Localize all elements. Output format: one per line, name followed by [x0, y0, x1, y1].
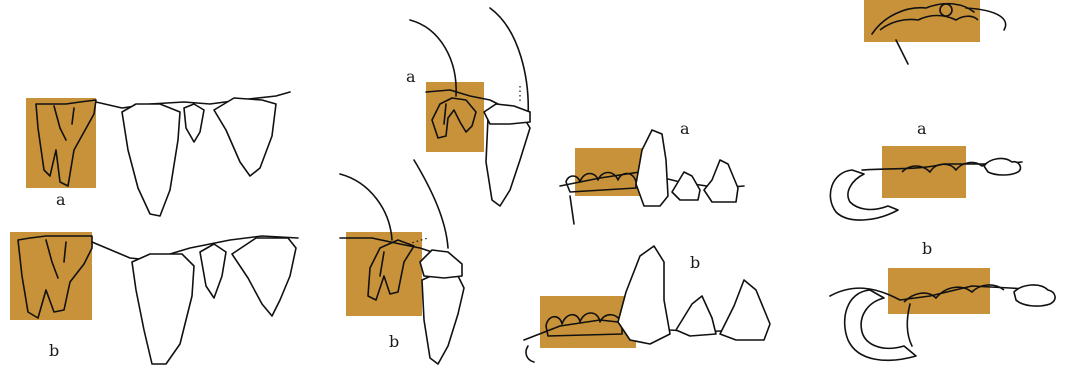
- molar-outline: [1014, 285, 1055, 306]
- group-3-panel-a: a: [560, 119, 744, 224]
- panel-label: a: [917, 119, 927, 138]
- upper-jaw-outline: [490, 8, 528, 118]
- small-cusp-tooth: [184, 104, 204, 142]
- panel-label: a: [406, 67, 416, 86]
- panel-label: b: [49, 341, 59, 360]
- group-4-occlusal-view: a b: [830, 0, 1055, 360]
- panel-label: b: [690, 253, 700, 272]
- canine-like-tooth: [214, 98, 276, 176]
- jaw-tail-line: [896, 40, 908, 64]
- group-4-panel-b: b: [830, 239, 1055, 360]
- group-3-cheek-teeth-view: a b: [524, 119, 770, 362]
- group-4-top-panel: [864, 0, 1006, 64]
- highlight-box: [882, 146, 966, 198]
- upper-incisor: [420, 250, 462, 278]
- group-1-panel-a: a: [26, 92, 290, 216]
- lower-canine: [486, 114, 530, 206]
- carnassial-tooth: [122, 104, 180, 216]
- panel-label: a: [680, 119, 690, 138]
- panel-label: b: [389, 332, 399, 351]
- large-canine: [636, 130, 668, 206]
- upper-jaw-outline: [340, 174, 392, 240]
- canine-like-tooth: [232, 238, 296, 316]
- panel-label: b: [922, 239, 932, 258]
- group-2-oblique-view: a b: [340, 8, 530, 364]
- premolar: [676, 296, 716, 336]
- group-2-panel-b: b: [340, 160, 464, 364]
- highlight-box: [888, 268, 990, 314]
- large-canine: [618, 246, 670, 344]
- lower-canine: [422, 272, 464, 364]
- panel-label: a: [56, 190, 66, 209]
- premolar: [720, 280, 770, 340]
- premolar: [672, 172, 700, 200]
- jaw-tail-line: [570, 196, 574, 224]
- premolar: [704, 160, 738, 202]
- upper-incisor: [484, 104, 530, 124]
- group-2-panel-a: a: [406, 8, 530, 206]
- group-1-lateral-view: a b: [10, 92, 298, 364]
- group-4-panel-a: a: [830, 119, 1022, 220]
- jaw-tail-line: [526, 346, 534, 362]
- group-1-panel-b: b: [10, 232, 298, 364]
- small-cusp-tooth: [200, 244, 226, 298]
- carnassial-tooth: [132, 254, 194, 364]
- molar-outline: [984, 159, 1020, 175]
- group-3-panel-b: b: [524, 246, 770, 362]
